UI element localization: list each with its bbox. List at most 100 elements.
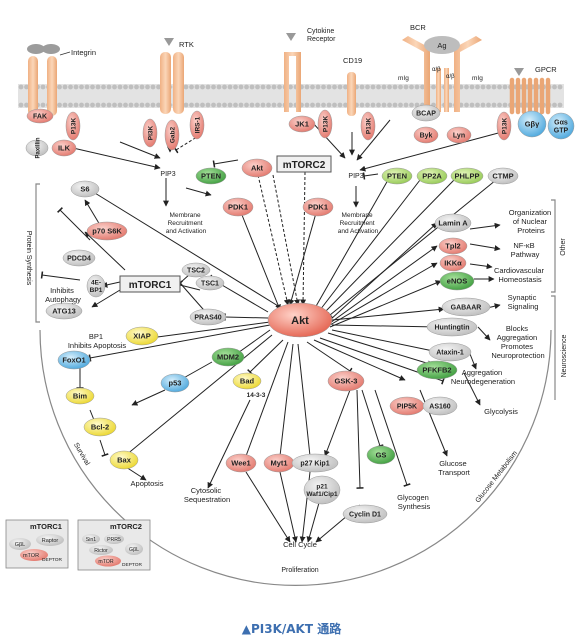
node-label: 4E-BP1 xyxy=(90,280,103,294)
lipid-head xyxy=(497,84,502,90)
lipid-head xyxy=(387,102,392,108)
node-bax: Bax xyxy=(109,450,139,470)
pathway-edge xyxy=(469,243,501,252)
pathway-edge xyxy=(361,389,384,448)
mtorc2-text: mTORC2 xyxy=(283,160,326,171)
ag-label: Ag xyxy=(437,41,446,50)
pathway-edge xyxy=(279,471,298,543)
lipid-head xyxy=(145,84,150,90)
lipid-head xyxy=(101,84,106,90)
node-label: ATG13 xyxy=(52,307,76,316)
lipid-head xyxy=(150,102,156,108)
node-label: Bcl-2 xyxy=(91,423,109,432)
pathway-edge xyxy=(131,389,166,406)
legend-mtorc1: mTORC1 GβL Raptor mTOR DEPTOR xyxy=(5,519,69,569)
lipid-head xyxy=(249,84,255,90)
gpcr-receptor xyxy=(509,68,551,115)
pathway-edges xyxy=(40,119,503,543)
lipid-head xyxy=(557,102,563,108)
pathway-edge xyxy=(185,187,212,197)
lipid-head xyxy=(502,84,508,90)
mig-left-label: mIg xyxy=(398,75,409,82)
lipid-head xyxy=(431,84,436,90)
node-label: FAK xyxy=(33,113,47,120)
lipid-head xyxy=(321,84,326,90)
legend-mtorc2-deptor: DEPTOR xyxy=(122,562,142,568)
lipid-head xyxy=(464,102,469,108)
lipid-head xyxy=(365,84,370,90)
lipid-head xyxy=(376,84,381,90)
lipid-head xyxy=(57,102,62,108)
lipid-head xyxy=(475,84,480,90)
pathway-edge xyxy=(88,324,271,362)
pathway-edge xyxy=(40,271,81,281)
lipid-head xyxy=(200,84,205,90)
lipid-head xyxy=(332,84,337,90)
pathway-edge xyxy=(242,341,289,458)
node-pip5k: PIP5K xyxy=(389,396,425,416)
mtorc1-text: mTORC1 xyxy=(129,280,172,291)
node-gby: Gβγ xyxy=(517,110,547,138)
node-label: Paxillin xyxy=(35,137,41,158)
legend-mtorc2-gbl: GβL xyxy=(129,547,139,553)
pathway-edge xyxy=(91,289,121,308)
synaptic-label: Synaptic Signaling xyxy=(508,293,539,311)
figure-caption: ▲PI3K/AKT 通路 xyxy=(241,622,342,636)
node-label: Wee1 xyxy=(231,459,250,468)
lipid-head xyxy=(139,102,145,108)
lipid-head xyxy=(211,84,216,90)
node-pras40: PRAS40 xyxy=(189,308,227,326)
lipid-head xyxy=(552,102,557,108)
node-bcap: BCAP xyxy=(411,104,441,122)
node-label: P13K xyxy=(322,116,329,133)
lipid-head xyxy=(227,84,233,90)
node-label: Tpl2 xyxy=(445,242,460,251)
bcr-receptor xyxy=(402,36,482,112)
lipid-head xyxy=(112,102,117,108)
node-label: p27 Kip1 xyxy=(300,460,329,467)
node-irs1: IRS-1 xyxy=(189,110,205,140)
node-label: FoxO1 xyxy=(62,356,85,365)
pathway-edge xyxy=(89,189,284,310)
pathway-edge xyxy=(324,389,351,457)
lipid-head xyxy=(277,102,282,108)
lipid-head xyxy=(409,84,414,90)
node-label: PDK1 xyxy=(228,203,248,212)
node-byk: Byk xyxy=(413,126,439,144)
lipid-head xyxy=(128,84,134,90)
legend-mtorc1-gbl: GβL xyxy=(15,542,26,548)
lipid-head xyxy=(271,84,277,90)
node-label: S6 xyxy=(80,185,89,194)
pathway-edge xyxy=(331,329,439,354)
lipid-head xyxy=(376,102,381,108)
pathway-edge xyxy=(84,231,126,271)
lipid-head xyxy=(409,102,414,108)
lipid-head xyxy=(359,102,365,108)
node-label: JK1 xyxy=(295,120,309,129)
node-foxo1: FoxO1 xyxy=(57,350,91,370)
node-label: BCAP xyxy=(416,110,436,117)
node-gs: GS xyxy=(366,445,396,465)
lipid-head xyxy=(145,102,150,108)
lipid-head xyxy=(255,84,260,90)
node-wee1: Wee1 xyxy=(225,453,257,473)
lipid-head xyxy=(18,102,24,108)
node-xiap: XIAP xyxy=(125,326,159,346)
lipid-head xyxy=(381,84,387,90)
lipid-head xyxy=(491,84,497,90)
node-label: XIAP xyxy=(133,332,151,341)
node-label: GABAAR xyxy=(451,304,482,311)
pathway-edge xyxy=(207,399,251,489)
lipid-head xyxy=(134,102,139,108)
lipid-head xyxy=(73,84,79,90)
lipid-head xyxy=(90,102,95,108)
node-ikka: IKKα xyxy=(439,254,467,272)
lipid-head xyxy=(343,102,348,108)
category-brackets xyxy=(35,183,556,587)
legend-mtorc2-mtor: mTOR xyxy=(98,559,113,565)
node-label: Bax xyxy=(117,456,132,465)
ab-left-label: α/β xyxy=(432,67,441,73)
